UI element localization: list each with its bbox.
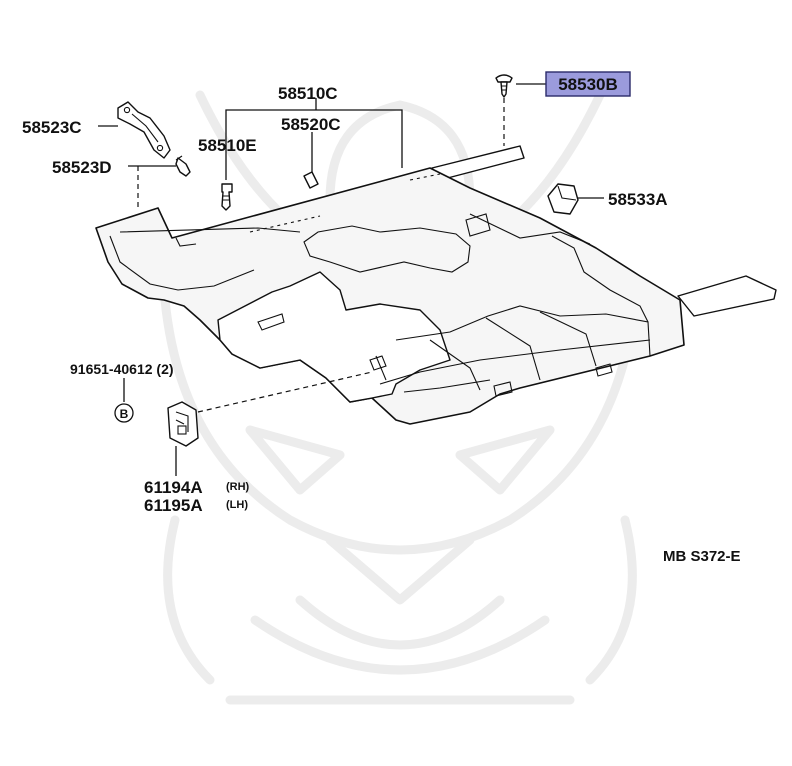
diagram-code: MB S372-E [663, 548, 741, 565]
label-61195A-side: (LH) [226, 499, 248, 511]
label-58523C: 58523C [22, 118, 82, 137]
bracket-58523C[interactable] [117, 101, 171, 159]
label-91651-40612: 91651-40612 (2) [70, 361, 174, 377]
label-58510C: 58510C [278, 84, 338, 103]
samurai-helmet-watermark-icon [160, 90, 640, 705]
label-58530B: 58530B [558, 75, 618, 94]
label-58523D: 58523D [52, 158, 112, 177]
retainer-61194A-61195A[interactable] [167, 401, 199, 447]
clip-58520C[interactable] [303, 171, 319, 189]
callout-labels: 58510C 58510E 58520C 58523C 58523D 58533… [22, 84, 741, 565]
label-circle-b: B [120, 407, 129, 421]
clip-58510E[interactable] [221, 183, 233, 211]
label-58510E: 58510E [198, 136, 257, 155]
b-marker-icon [114, 403, 134, 423]
plug-58533A[interactable] [547, 183, 579, 215]
label-61194A: 61194A [144, 478, 203, 497]
highlighted-part-58530B[interactable]: 58530B [545, 71, 631, 97]
floor-carpet-assembly[interactable] [95, 145, 777, 425]
label-61194A-side: (RH) [226, 481, 250, 493]
screw-58523D[interactable] [175, 155, 191, 177]
label-61195A: 61195A [144, 496, 203, 515]
label-58533A: 58533A [608, 190, 668, 209]
leader-lines [98, 83, 604, 476]
label-58520C: 58520C [281, 115, 341, 134]
pin-58530B[interactable] [495, 74, 513, 98]
